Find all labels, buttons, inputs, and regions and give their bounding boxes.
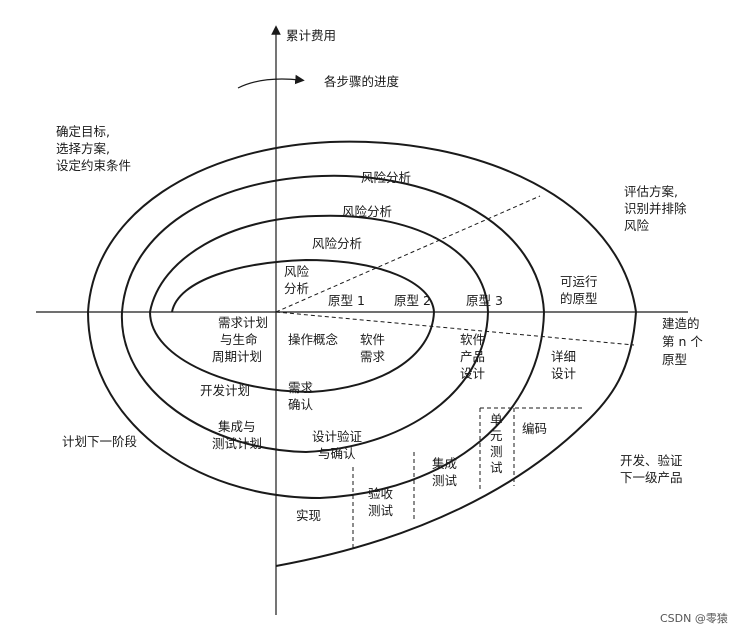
quadrant-br-1: 开发、验证	[620, 453, 683, 468]
risk-analysis-core-2: 分析	[284, 281, 309, 296]
operational-prototype-1: 可运行	[560, 274, 598, 289]
risk-analysis-core-1: 风险	[284, 264, 310, 279]
quadrant-tr-2: 识别并排除	[624, 201, 687, 216]
product-design-2: 产品	[460, 349, 485, 364]
watermark: CSDN @零猿	[660, 611, 728, 625]
integ-plan-2: 测试计划	[212, 436, 262, 451]
prototype-2: 原型 2	[394, 293, 431, 308]
x-axis-label-3: 原型	[662, 352, 687, 367]
design-verify-1: 设计验证	[312, 429, 363, 444]
req-confirm-1: 需求	[288, 380, 314, 395]
req-plan-2: 与生命	[220, 332, 258, 347]
spiral-loop-1	[149, 258, 436, 394]
detail-design-1: 详细	[551, 349, 576, 364]
progress-label: 各步骤的进度	[324, 74, 400, 89]
prototype-3: 原型 3	[466, 293, 503, 308]
operational-prototype-2: 的原型	[560, 291, 598, 306]
quadrant-tl-3: 设定约束条件	[56, 158, 131, 173]
prototype-1: 原型 1	[328, 293, 365, 308]
unit-test-4: 试	[490, 460, 503, 475]
coding: 编码	[522, 421, 547, 436]
integ-test-2: 测试	[432, 473, 458, 488]
spiral-loop-3	[87, 174, 546, 500]
y-axis-label: 累计费用	[286, 28, 336, 43]
dev-plan: 开发计划	[200, 383, 250, 398]
quadrant-bl: 计划下一阶段	[62, 434, 137, 449]
product-design-3: 设计	[460, 366, 485, 381]
accept-test-1: 验收	[368, 486, 394, 501]
integ-test-1: 集成	[432, 456, 457, 471]
req-plan-3: 周期计划	[212, 349, 262, 364]
integ-plan-1: 集成与	[218, 419, 256, 434]
quadrant-tl-1: 确定目标,	[56, 124, 110, 139]
progress-arrow-icon	[237, 74, 305, 89]
design-verify-2: 与确认	[318, 446, 356, 461]
accept-test-2: 测试	[368, 503, 394, 518]
sw-req-1: 软件	[360, 332, 385, 347]
prototype-dashed-line	[275, 311, 635, 346]
spiral-loop-4	[87, 140, 638, 567]
req-plan-1: 需求计划	[218, 315, 268, 330]
req-confirm-2: 确认	[288, 397, 314, 412]
x-axis-label-1: 建造的	[662, 316, 700, 331]
implementation: 实现	[296, 508, 321, 523]
detail-design-2: 设计	[551, 366, 576, 381]
unit-test-1: 单	[490, 412, 503, 427]
risk-dashed-line	[275, 195, 541, 313]
risk-analysis-mid: 风险分析	[342, 204, 392, 219]
product-design-1: 软件	[460, 332, 485, 347]
quadrant-br-2: 下一级产品	[620, 470, 683, 485]
concept-of-operation: 操作概念	[288, 332, 339, 347]
quadrant-tr-1: 评估方案,	[624, 184, 678, 199]
quadrant-tl-2: 选择方案,	[56, 141, 110, 156]
quadrant-tr-3: 风险	[624, 218, 650, 233]
risk-analysis-outer: 风险分析	[361, 170, 411, 185]
sw-req-2: 需求	[360, 349, 386, 364]
unit-test-3: 测	[490, 444, 503, 459]
risk-analysis-inner: 风险分析	[312, 236, 362, 251]
unit-test-2: 元	[490, 428, 503, 443]
spiral-loop-2	[120, 214, 490, 454]
x-axis-label-2: 第 n 个	[662, 334, 703, 349]
